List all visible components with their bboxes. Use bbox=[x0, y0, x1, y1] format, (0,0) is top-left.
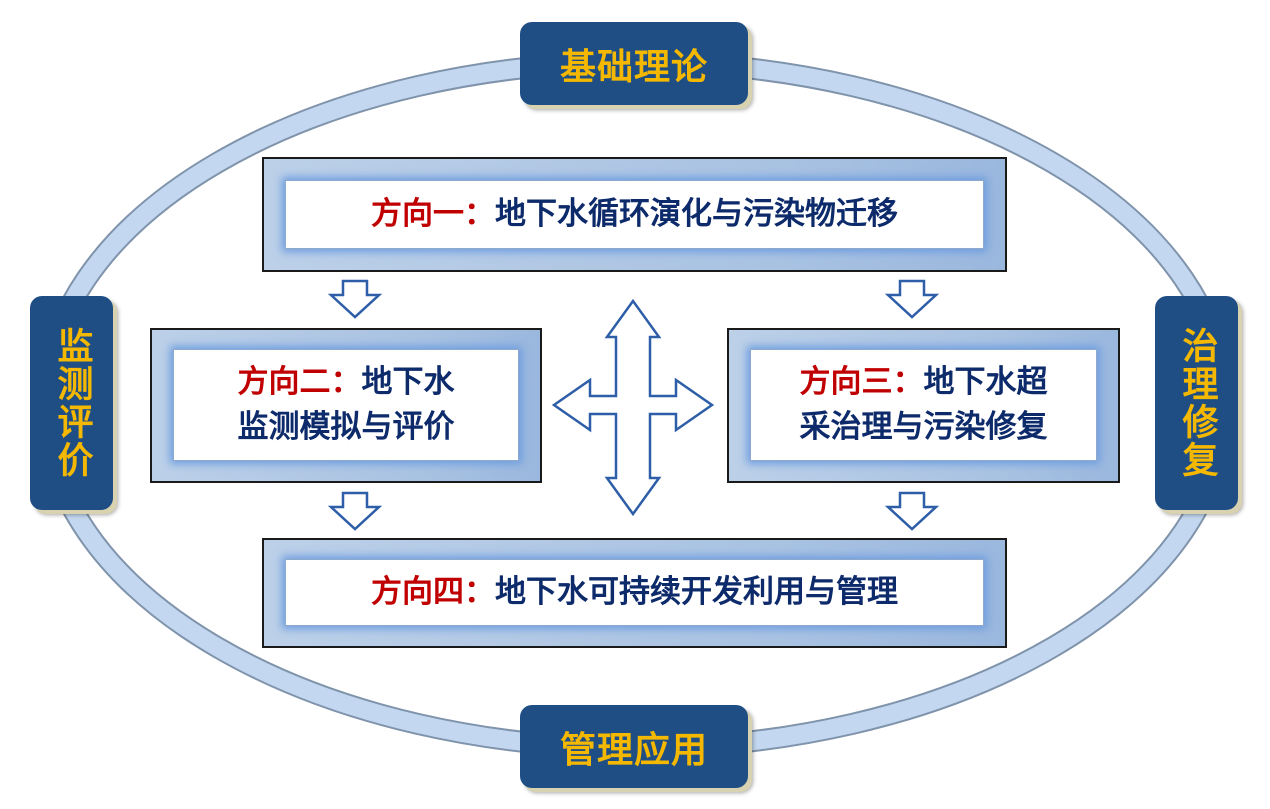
badge-label: 基础理论 bbox=[559, 46, 708, 88]
direction-text: 采治理与污染修复 bbox=[799, 409, 1048, 445]
direction-3-box: 方向三：地下水超采治理与污染修复 bbox=[727, 328, 1120, 483]
direction-prefix: 方向四： bbox=[371, 574, 495, 611]
badge-label: 管理应用 bbox=[559, 729, 708, 771]
direction-prefix: 方向一： bbox=[371, 196, 495, 233]
direction-4-panel: 方向四：地下水可持续开发利用与管理 bbox=[285, 559, 984, 626]
direction-prefix: 方向三： bbox=[799, 364, 924, 401]
down-arrow-icon bbox=[327, 279, 383, 319]
direction-text: 地下水 bbox=[361, 364, 455, 401]
badge-management-application: 管理应用 bbox=[520, 705, 748, 788]
direction-3-panel: 方向三：地下水超采治理与污染修复 bbox=[750, 349, 1097, 461]
badge-basic-theory: 基础理论 bbox=[520, 22, 748, 105]
direction-4-box: 方向四：地下水可持续开发利用与管理 bbox=[262, 538, 1007, 648]
direction-text: 监测模拟与评价 bbox=[237, 409, 455, 445]
direction-1-box: 方向一：地下水循环演化与污染物迁移 bbox=[262, 157, 1007, 272]
badge-label: 治理修复 bbox=[1176, 327, 1218, 479]
badge-treatment-remediation: 治理修复 bbox=[1155, 296, 1238, 510]
direction-text: 地下水循环演化与污染物迁移 bbox=[495, 196, 898, 233]
direction-text: 地下水超 bbox=[923, 364, 1048, 401]
direction-2-panel: 方向二：地下水监测模拟与评价 bbox=[173, 349, 519, 461]
direction-text: 地下水可持续开发利用与管理 bbox=[495, 574, 898, 611]
four-way-arrow-icon bbox=[551, 298, 715, 517]
badge-label: 监测评价 bbox=[51, 327, 93, 479]
direction-1-panel: 方向一：地下水循环演化与污染物迁移 bbox=[285, 180, 984, 249]
down-arrow-icon bbox=[884, 279, 940, 319]
down-arrow-icon bbox=[884, 491, 940, 531]
direction-prefix: 方向二： bbox=[237, 364, 362, 401]
direction-2-box: 方向二：地下水监测模拟与评价 bbox=[150, 328, 542, 483]
down-arrow-icon bbox=[327, 491, 383, 531]
badge-monitoring-evaluation: 监测评价 bbox=[30, 296, 113, 510]
